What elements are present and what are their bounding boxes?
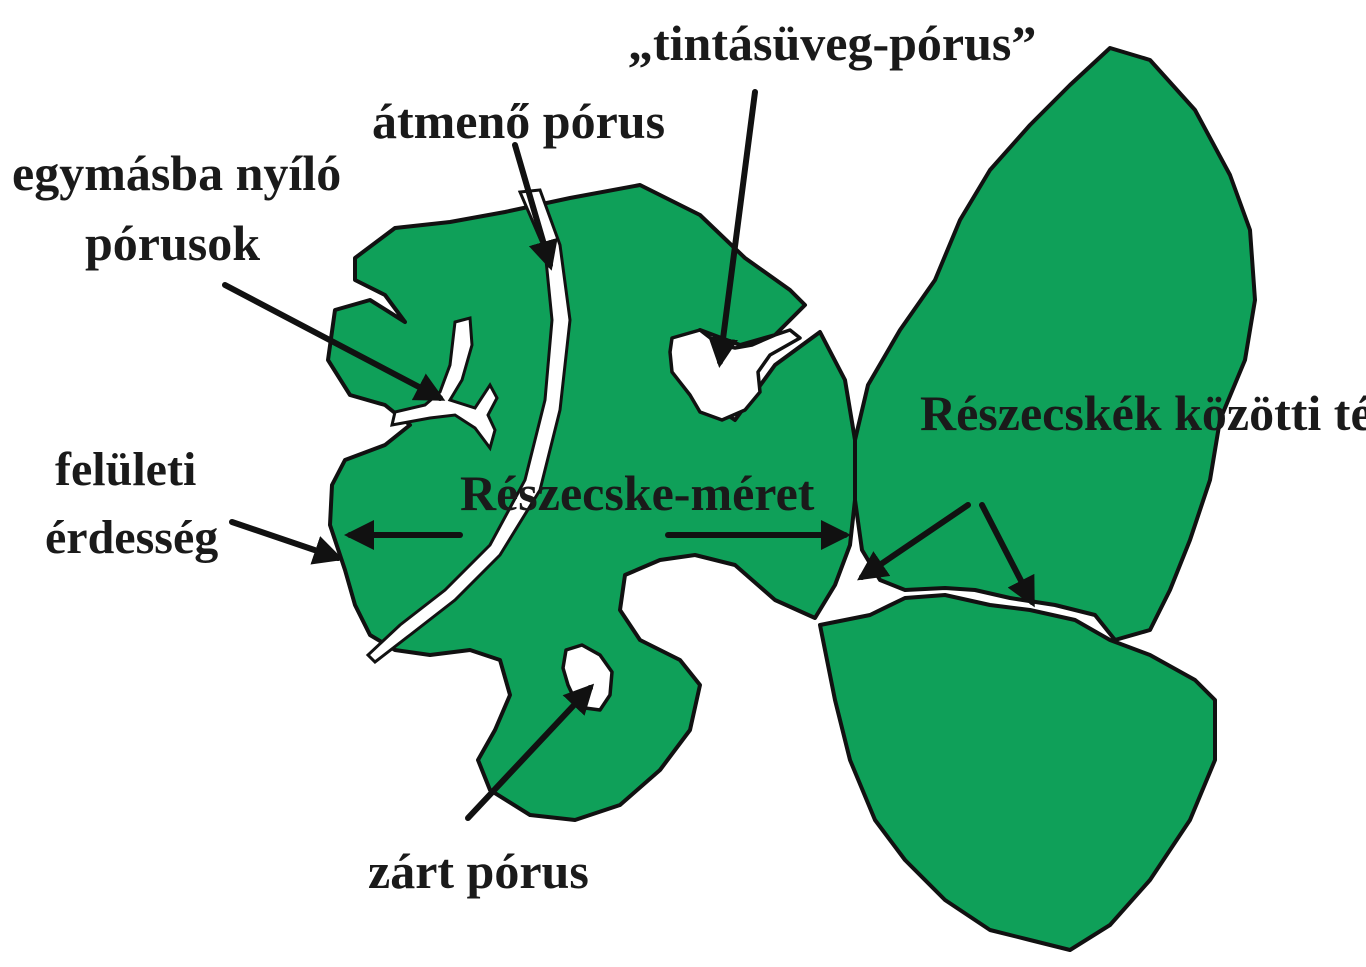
- surface-roughness-arrow: [232, 522, 338, 558]
- ink-bottle-pore-label: „tintásüveg-pórus”: [628, 15, 1036, 71]
- through-pore-label: átmenő pórus: [372, 93, 665, 149]
- surface-roughness-label-line2: érdesség: [45, 511, 218, 564]
- surface-roughness-label-line1: felületi: [55, 443, 196, 496]
- upper-right-particle: [855, 48, 1255, 640]
- particle-size-label: Részecske-méret: [460, 465, 815, 521]
- interconnected-pores-label-line2: pórusok: [85, 215, 260, 271]
- interparticle-space-label: Részecskék közötti tér: [920, 385, 1366, 441]
- closed-pore-label: zárt pórus: [368, 843, 589, 899]
- interconnected-pores-label-line1: egymásba nyíló: [12, 145, 341, 201]
- lower-right-particle: [820, 595, 1215, 950]
